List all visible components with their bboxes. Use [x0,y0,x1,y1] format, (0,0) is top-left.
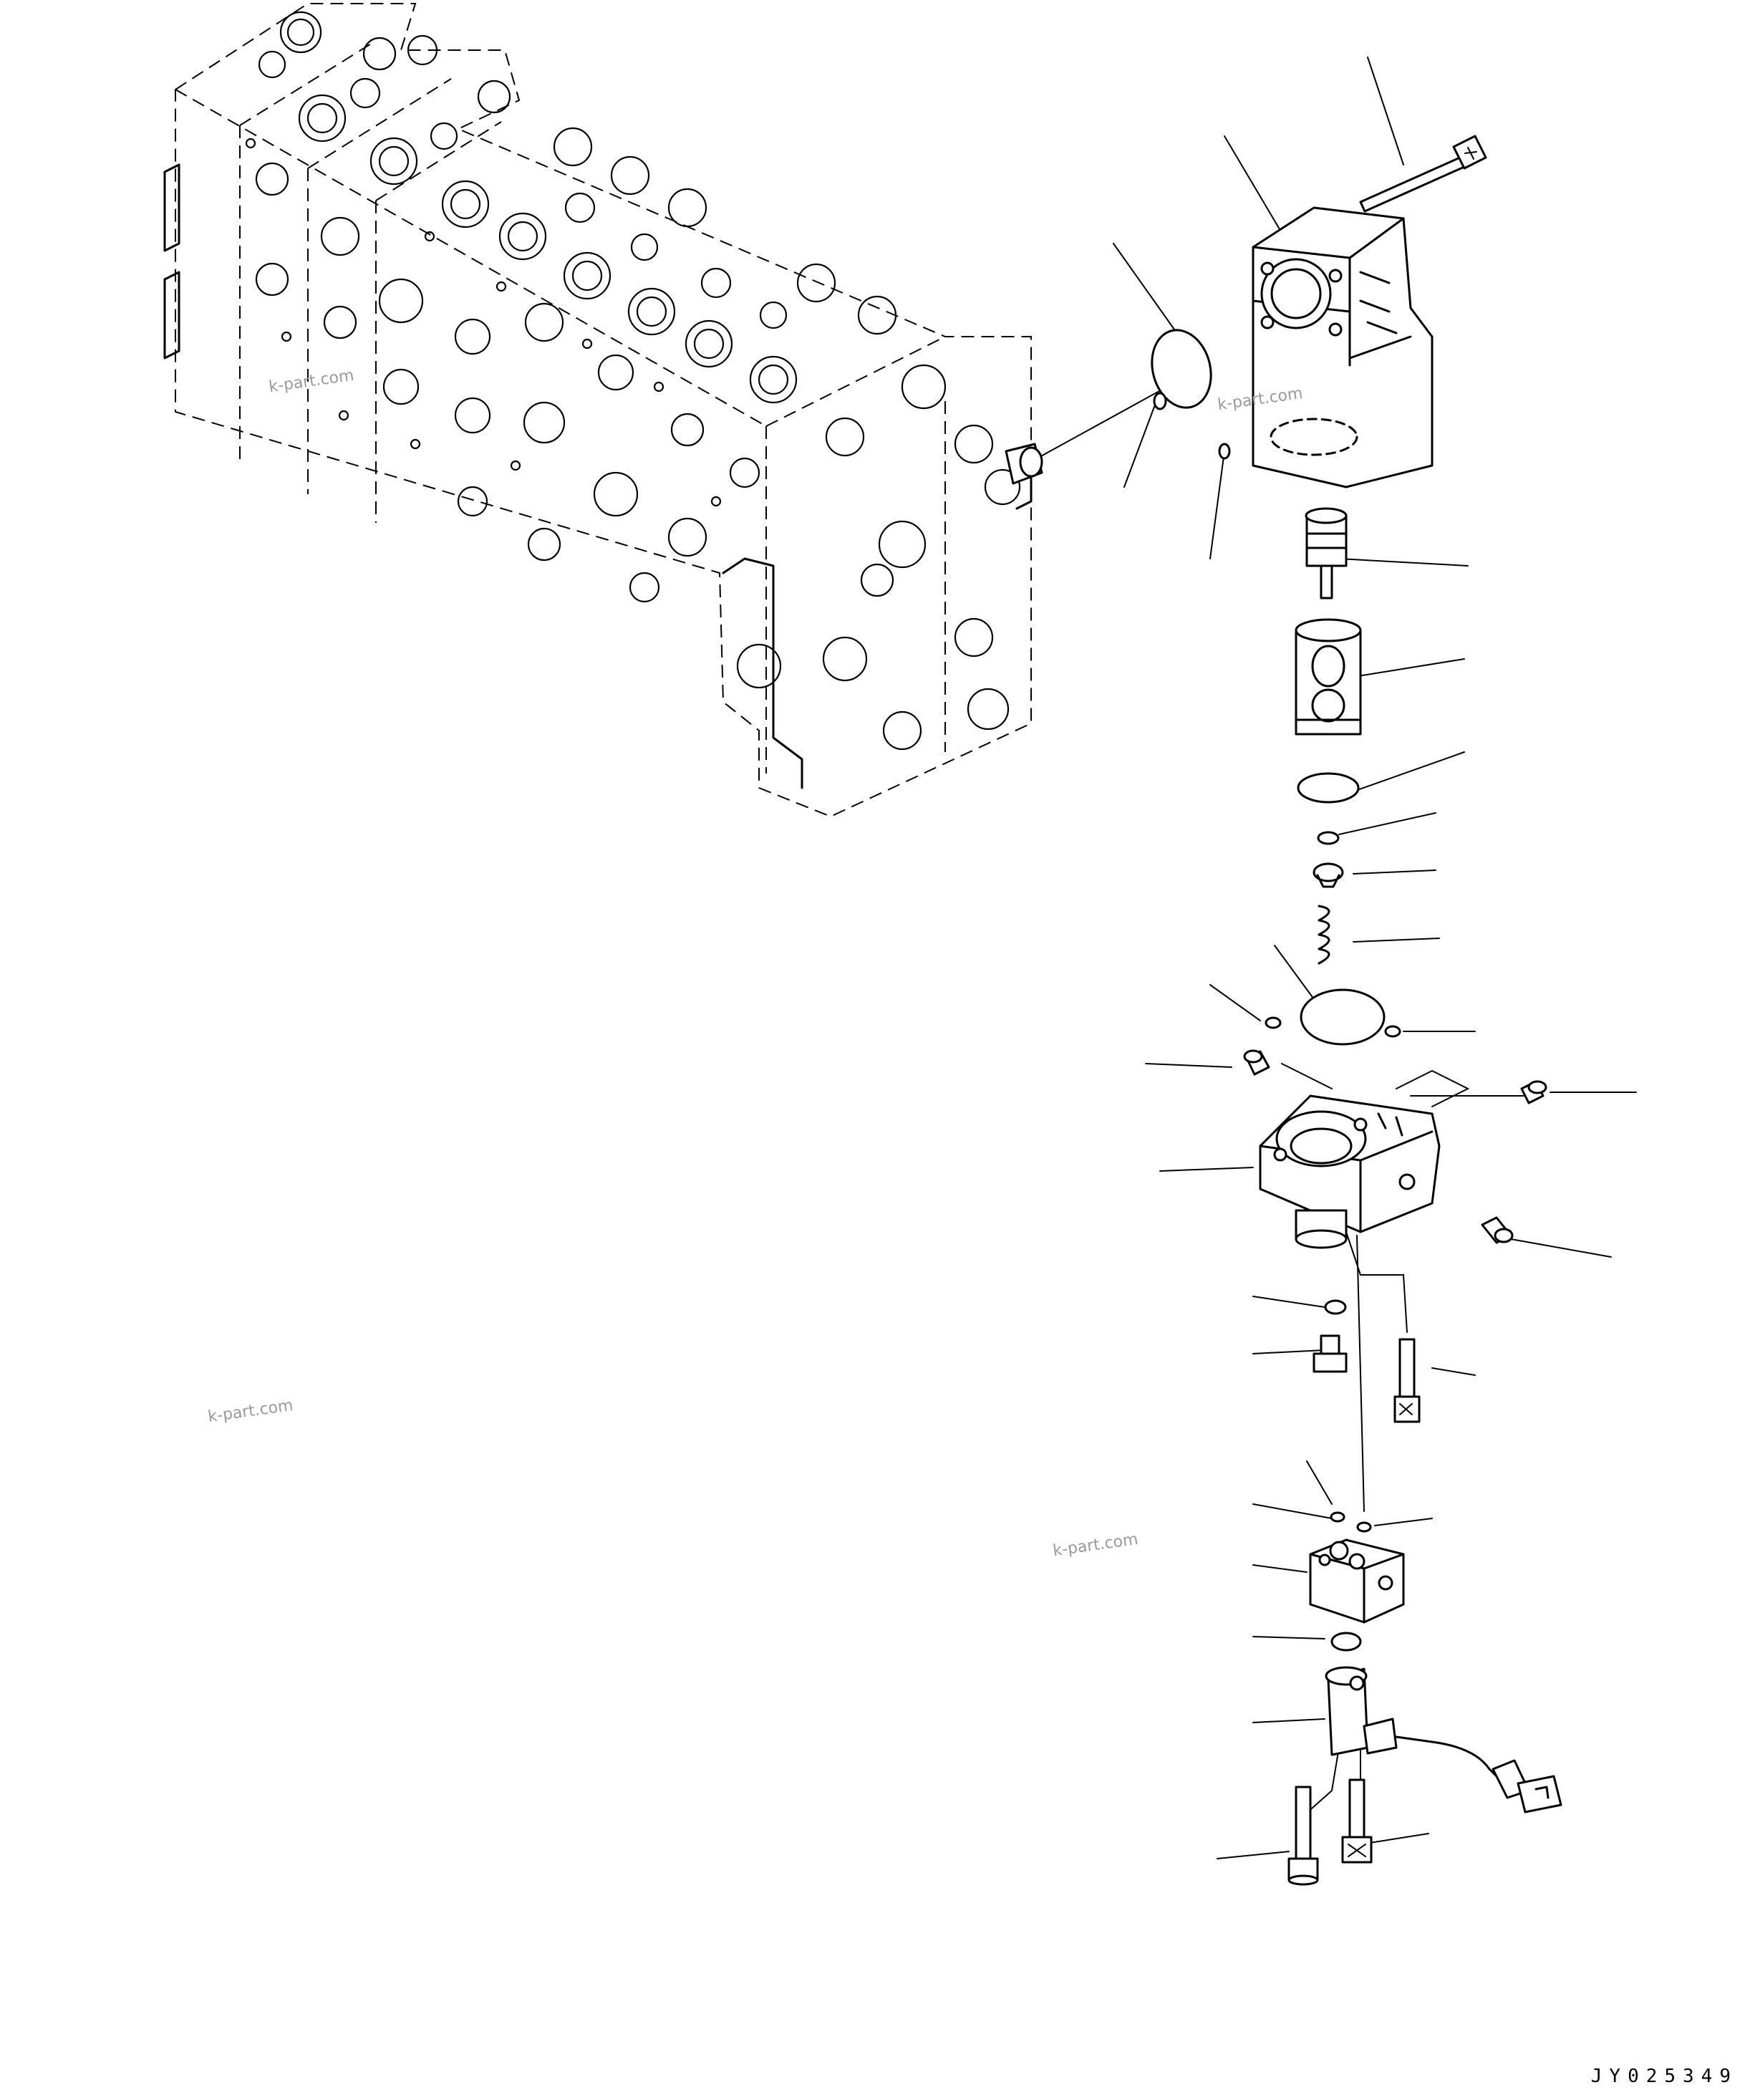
control-valve-body [163,3,1033,818]
o-ring-plate-right [1384,1025,1401,1038]
plug-left [1243,1049,1270,1076]
o-ring-large-upper [1151,329,1212,409]
spool [1305,507,1348,599]
valve-housing [1259,1094,1441,1249]
o-ring-plate [1300,988,1386,1046]
solenoid-valve [1325,1666,1562,1814]
o-ring-tiny [1317,831,1340,845]
o-ring-small-a [1153,392,1167,410]
fitting-on-body [1005,443,1043,485]
plug-right-lower [1481,1216,1514,1244]
screw-bottom-right [1341,1778,1373,1864]
sleeve [1295,618,1362,736]
drawing-code: JY025349 [1590,2066,1738,2087]
screw-bottom-left [1287,1786,1319,1886]
o-ring-pair-b [1356,1521,1372,1533]
spring [1318,905,1330,965]
solenoid-block [1309,1538,1405,1624]
o-ring-small-b [1218,443,1231,460]
orifice-plug [1313,1334,1348,1373]
bolt-mid [1393,1338,1421,1423]
plug-right-upper [1520,1080,1547,1104]
leader-lines [1023,57,1637,1859]
o-ring-plate-left [1265,1016,1282,1029]
o-ring-mid [1297,772,1360,804]
cover-block [1252,206,1434,488]
o-ring-solenoid [1330,1632,1362,1652]
seat [1313,862,1344,888]
bolt-top [1359,135,1487,213]
o-ring-lower [1324,1299,1347,1315]
o-ring-pair-a [1330,1511,1345,1523]
